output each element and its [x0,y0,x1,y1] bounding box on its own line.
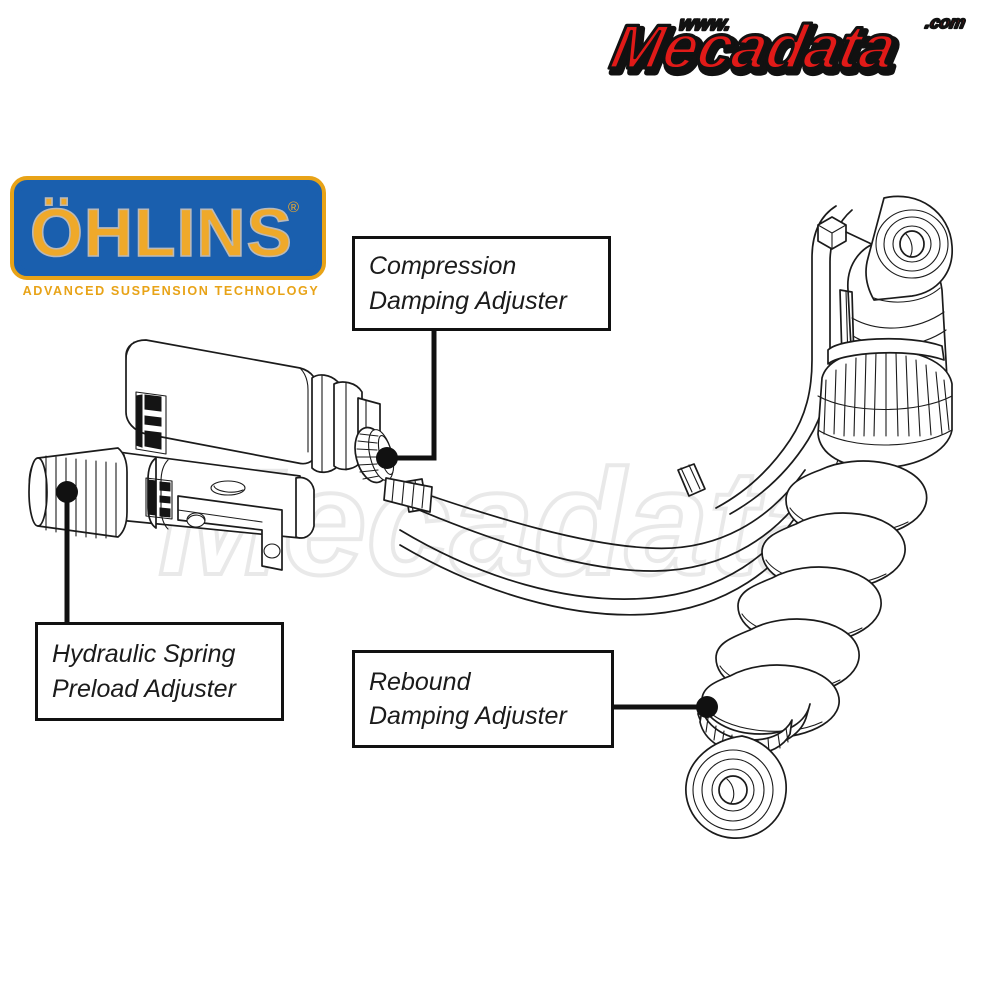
callout-compression-damping-adjuster: Compression Damping Adjuster [352,236,611,331]
callout-preload-line1: Hydraulic Spring [52,640,236,668]
callout-rebound-line1: Rebound [369,667,471,696]
mecadata-www-prefix: www. [677,13,733,35]
remote-reservoir [125,339,381,474]
callout-compression-line2: Damping Adjuster [369,286,567,315]
hose-clamp-upper [677,463,706,497]
hydraulic-preload-adjuster-assembly [115,451,315,571]
lower-eyelet [685,735,787,839]
ohlins-logo-plate [10,176,326,280]
compression-damping-adjuster-knob[interactable] [350,424,433,513]
callout-preload-line2: Preload Adjuster [52,674,236,703]
callout-rebound-line2: Damping Adjuster [369,702,567,730]
coil-spring [701,459,928,739]
ohlins-wordmark-graphic: ÖHLINS ® [10,176,326,280]
mecadata-com-suffix: .com [924,12,968,32]
hydraulic-preload-adjuster-knob[interactable] [28,447,128,539]
upper-eyelet [865,195,953,303]
ohlins-registered-icon: ® [288,199,299,216]
mecadata-wordmark-shadow: Mecadata [608,17,905,84]
spring-preload-collar [817,337,953,469]
callout-hydraulic-preload-adjuster: Hydraulic Spring Preload Adjuster [35,622,284,721]
ohlins-logo: ÖHLINS ® ADVANCED SUSPENSION TECHNOLOGY [10,176,338,316]
ohlins-wordmark-text: ÖHLINS [30,195,293,271]
mecadata-logo: .mdtext{font-family:"Liberation Sans","D… [578,2,990,84]
mecadata-wordmark: Mecadata [605,13,902,82]
mounting-bracket [177,495,283,571]
ohlins-tagline: ADVANCED SUSPENSION TECHNOLOGY [22,284,320,298]
callout-compression-line1: Compression [369,252,517,280]
callout-rebound-damping-adjuster: Rebound Damping Adjuster [352,650,614,748]
